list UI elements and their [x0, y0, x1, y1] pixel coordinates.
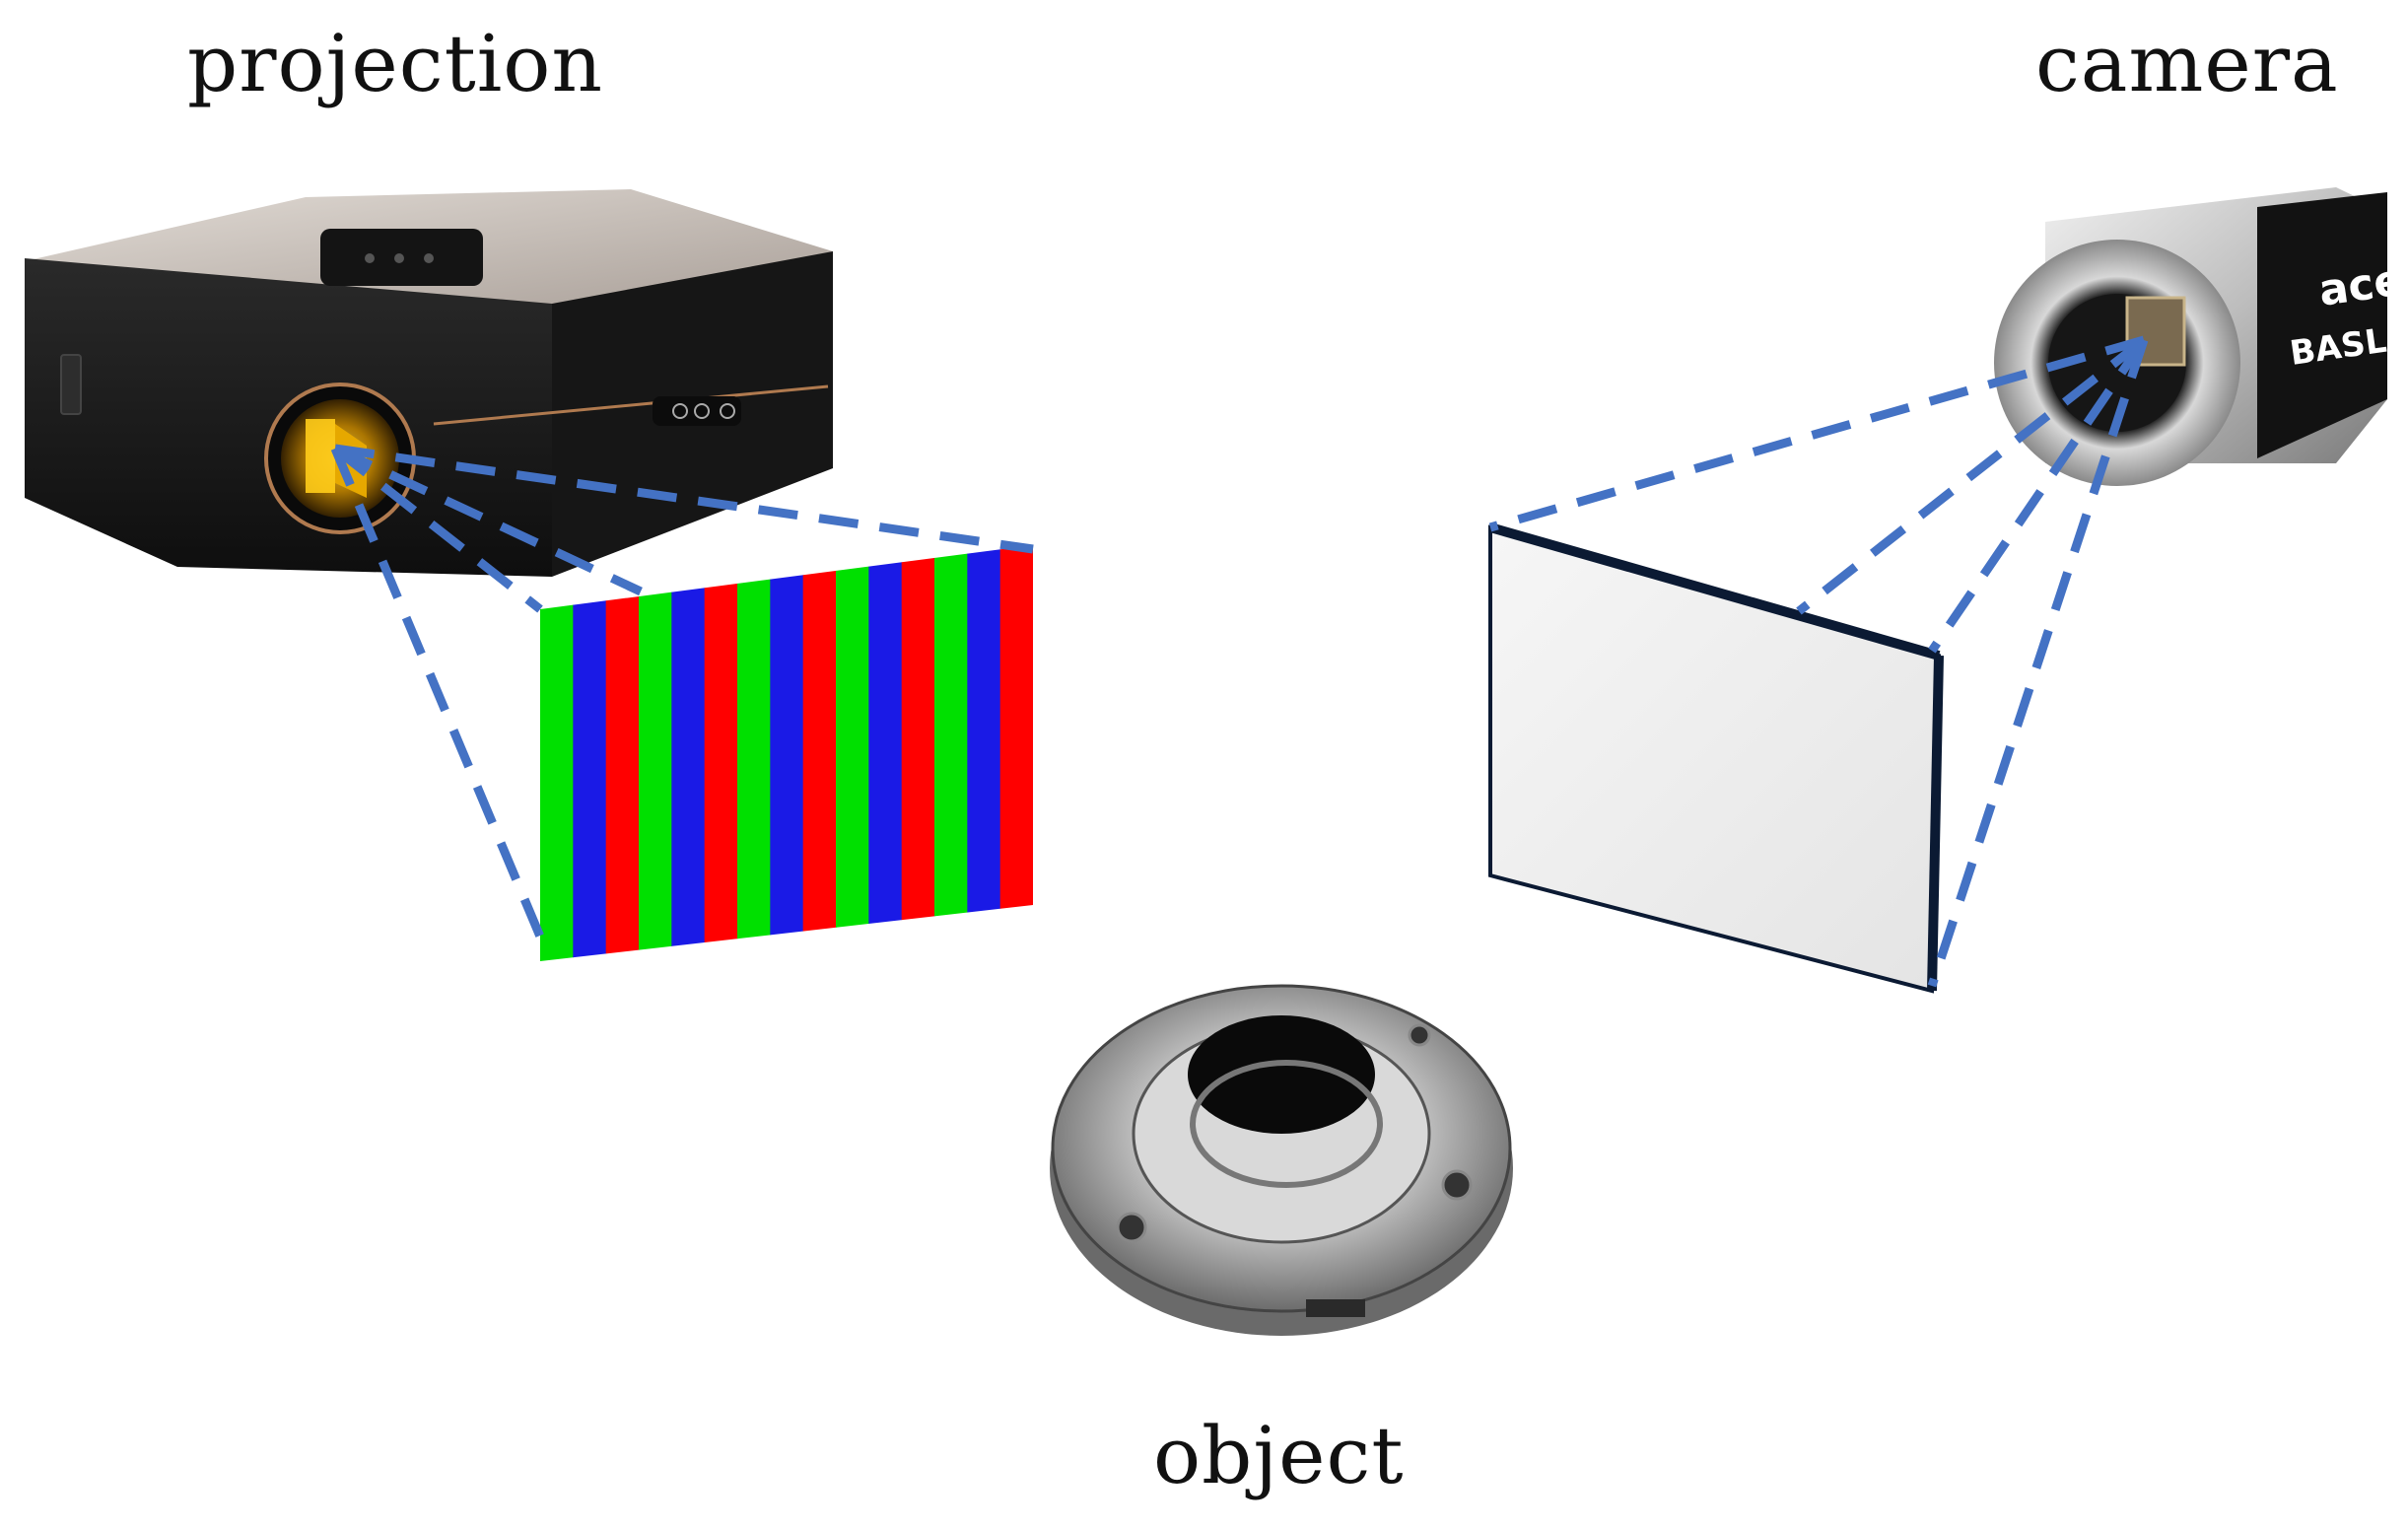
- projector-ray: [332, 445, 543, 613]
- fringe-stripe-green: [639, 545, 672, 961]
- fringe-stripe-green: [540, 545, 574, 961]
- fringe-stripe-red: [802, 545, 837, 961]
- fringe-stripe-blue: [868, 545, 903, 961]
- camera-ray: [1928, 337, 2148, 654]
- fringe-stripe-blue: [573, 545, 607, 961]
- fringe-stripe-green: [934, 545, 968, 961]
- projector-ray: [333, 444, 643, 596]
- camera-ray: [1927, 338, 2149, 988]
- projector-ray: [334, 444, 1034, 554]
- fringe-stripe-blue: [671, 545, 706, 961]
- camera-side-panel: [2257, 192, 2387, 458]
- fringe-pattern: [540, 545, 1033, 961]
- object-bore: [1188, 1015, 1375, 1134]
- fringe-stripe-green: [737, 545, 771, 961]
- projector: [25, 189, 833, 577]
- fringe-stripe-green: [836, 545, 869, 961]
- camera-label: camera: [2035, 18, 2339, 109]
- ray-lines: [330, 335, 2149, 988]
- fringe-stripe-blue: [967, 545, 1001, 961]
- projector-ray: [330, 447, 545, 939]
- object-part: [1050, 984, 1513, 1336]
- projection-label: projection: [187, 18, 603, 109]
- fringe-stripe-blue: [770, 545, 804, 961]
- camera-brand-ace: ace: [2315, 254, 2406, 315]
- fringe-stripe-red: [901, 545, 935, 961]
- object-label: object: [1153, 1410, 1405, 1501]
- camera-ray: [1488, 335, 2146, 532]
- camera-ray: [1796, 336, 2147, 615]
- camera-image-plane: [1488, 524, 1942, 994]
- fringe-stripe-red: [999, 545, 1033, 961]
- fringe-stripe-red: [605, 545, 640, 961]
- camera-device: ace BASLER: [1994, 187, 2408, 486]
- fringe-stripe-red: [704, 545, 738, 961]
